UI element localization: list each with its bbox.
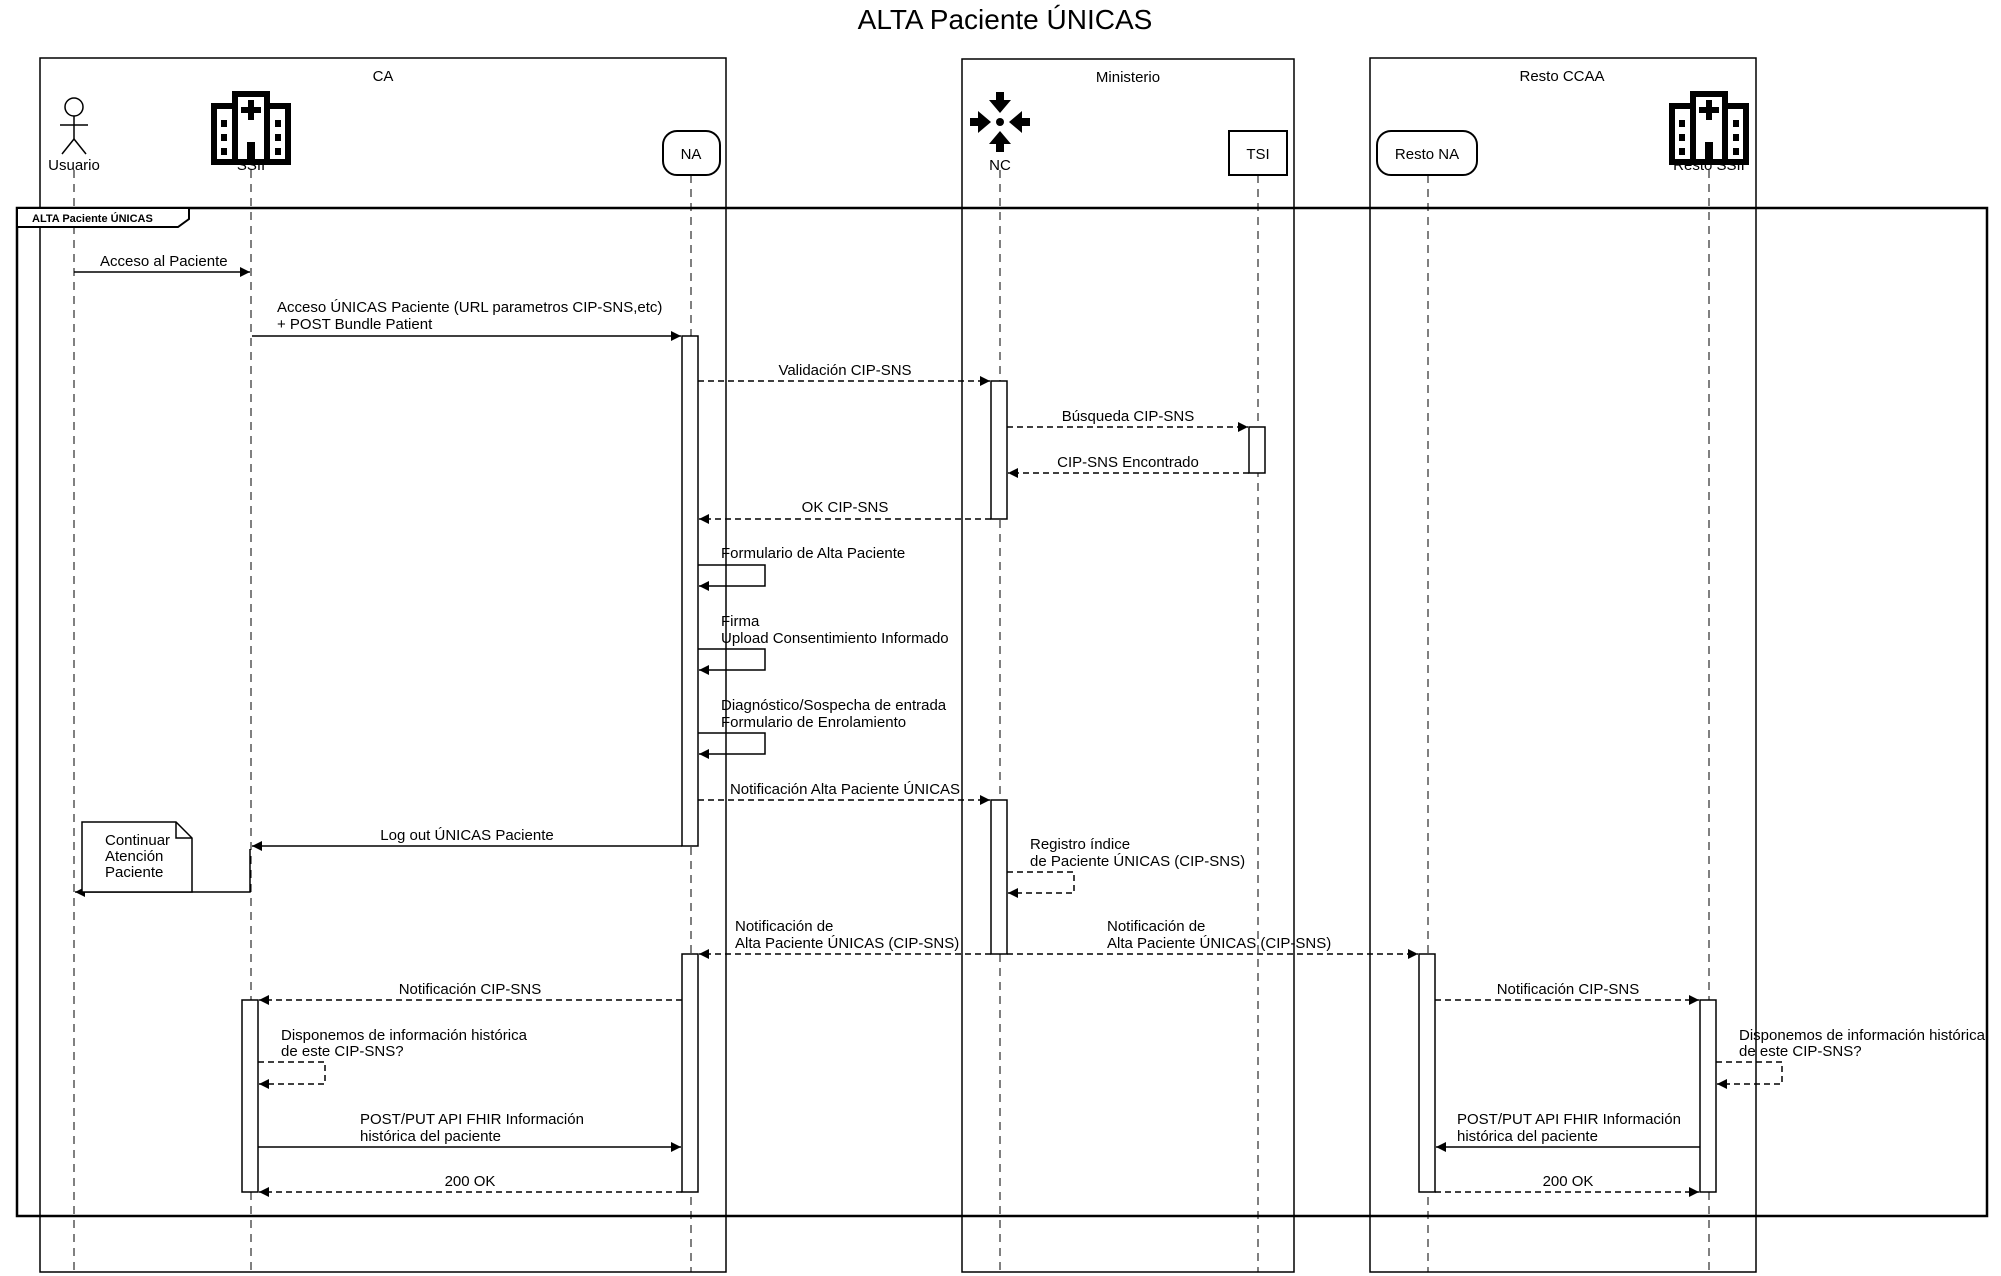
note-text: Atención <box>105 848 163 865</box>
participant-box-na <box>662 130 721 176</box>
message-label: OK CIP-SNS <box>802 499 889 516</box>
group-label-ministerio: Ministerio <box>1096 69 1160 86</box>
participant-label-na: NA <box>681 146 702 163</box>
activation-bar-na <box>681 335 699 847</box>
message-label: 200 OK <box>445 1173 496 1190</box>
activation-bar-tsi <box>1248 426 1266 474</box>
note-text: Paciente <box>105 864 163 881</box>
hospital-icon <box>1669 91 1749 165</box>
activation-bar-ssii <box>241 999 259 1193</box>
group-box-ministerio <box>961 58 1295 1273</box>
message-label: de Paciente ÚNICAS (CIP-SNS) <box>1030 853 1245 870</box>
self-message-arrow <box>1716 1061 1783 1089</box>
self-message-arrow <box>698 648 766 675</box>
message-label: histórica del paciente <box>1457 1128 1598 1145</box>
self-message-arrow <box>698 732 766 759</box>
activation-bar-na <box>681 953 699 1193</box>
note-box <box>81 821 193 893</box>
group-label-resto-ccaa: Resto CCAA <box>1519 68 1604 85</box>
message-label: Diagnóstico/Sospecha de entrada <box>721 697 947 714</box>
message-label: Log out ÚNICAS Paciente <box>380 827 553 844</box>
note-fold <box>175 822 192 839</box>
group-box-ca <box>39 57 727 1273</box>
message-label: de este CIP-SNS? <box>281 1043 404 1060</box>
message-label: Notificación de <box>735 918 833 935</box>
participant-label-resto-na: Resto NA <box>1395 146 1459 163</box>
message-label: Alta Paciente ÚNICAS (CIP-SNS) <box>1107 935 1331 952</box>
hospital-icon <box>211 91 291 165</box>
message-label: Acceso ÚNICAS Paciente (URL parametros C… <box>277 299 662 316</box>
message-label: Upload Consentimiento Informado <box>721 630 949 647</box>
message-label: Formulario de Alta Paciente <box>721 545 905 562</box>
fragment-frame <box>15 206 1989 1218</box>
message-label: 200 OK <box>1543 1173 1594 1190</box>
diagram-title: ALTA Paciente ÚNICAS <box>858 4 1153 35</box>
message-label: Formulario de Enrolamiento <box>721 714 906 731</box>
activation-bar-resto-na <box>1418 953 1436 1193</box>
group-label-ca: CA <box>373 68 394 85</box>
message-label: Validación CIP-SNS <box>778 362 911 379</box>
message-label: Notificación CIP-SNS <box>1497 981 1640 998</box>
participant-label-ssii: SSII <box>237 157 265 174</box>
participant-label-usuario: Usuario <box>48 157 100 174</box>
activation-bar-nc <box>990 380 1008 520</box>
message-label: Notificación Alta Paciente ÚNICAS <box>730 781 960 798</box>
group-box-resto-ccaa <box>1369 57 1757 1273</box>
message-label: Alta Paciente ÚNICAS (CIP-SNS) <box>735 935 959 952</box>
message-label: Acceso al Paciente <box>100 253 228 270</box>
participant-box-tsi <box>1228 130 1288 176</box>
participant-label-nc: NC <box>989 157 1011 174</box>
message-label: Notificación de <box>1107 918 1205 935</box>
message-label: histórica del paciente <box>360 1128 501 1145</box>
message-label: POST/PUT API FHIR Información <box>1457 1111 1681 1128</box>
message-label: Búsqueda CIP-SNS <box>1062 408 1195 425</box>
message-label: CIP-SNS Encontrado <box>1057 454 1199 471</box>
actor-icon <box>60 97 88 155</box>
message-label: Registro índice <box>1030 836 1130 853</box>
message-label: + POST Bundle Patient <box>277 316 433 333</box>
activation-bar-resto-ssii <box>1699 999 1717 1193</box>
self-message-arrow <box>698 564 766 591</box>
activation-bar-nc <box>990 799 1008 955</box>
message-label: de este CIP-SNS? <box>1739 1043 1862 1060</box>
self-message-arrow <box>258 1061 326 1089</box>
message-label: Disponemos de información histórica <box>281 1027 528 1044</box>
message-label: Notificación CIP-SNS <box>399 981 542 998</box>
participant-label-resto-ssii: Resto SSII <box>1673 157 1745 174</box>
participant-label-tsi: TSI <box>1246 146 1269 163</box>
fragment-frame-tab <box>16 207 190 228</box>
message-label: POST/PUT API FHIR Información <box>360 1111 584 1128</box>
participant-box-resto-na <box>1376 130 1478 176</box>
self-message-arrow <box>1007 871 1075 898</box>
note-text: Continuar <box>105 832 170 849</box>
hub-icon <box>970 92 1030 152</box>
message-label: Firma <box>721 613 760 630</box>
fragment-frame-label: ALTA Paciente ÚNICAS <box>32 212 153 225</box>
message-label: Disponemos de información histórica <box>1739 1027 1986 1044</box>
